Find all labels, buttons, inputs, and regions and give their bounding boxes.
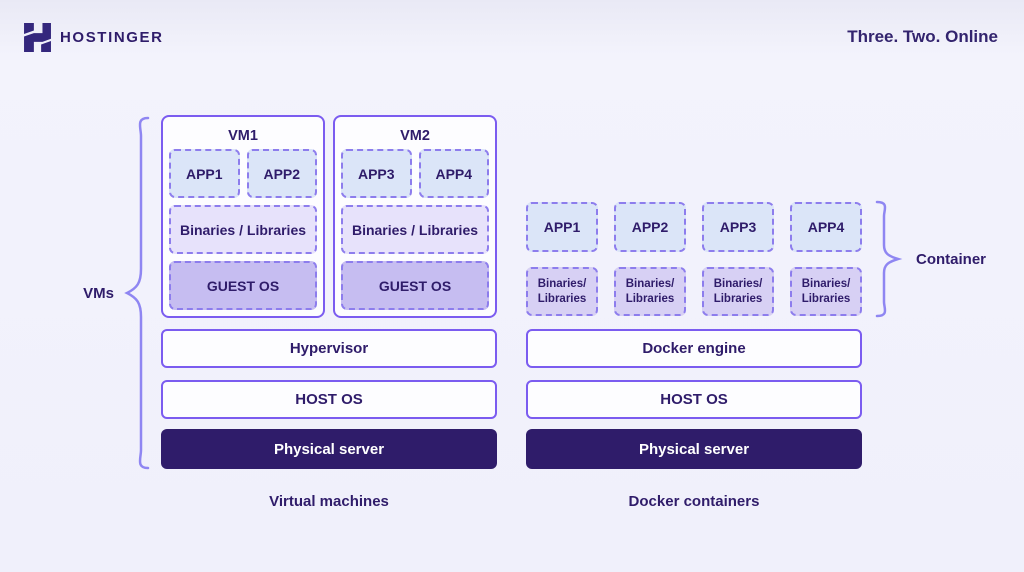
brand-name: HOSTINGER — [60, 29, 164, 46]
vm-host-os-box: HOST OS — [161, 380, 497, 419]
docker-app1-box: APP1 — [526, 202, 598, 252]
vm1-title: VM1 — [228, 127, 258, 144]
hostinger-brand: HOSTINGER — [24, 23, 164, 52]
header: HOSTINGER Three. Two. Online — [0, 0, 1024, 70]
binaries-line2: Libraries — [713, 292, 763, 305]
binaries-line2: Libraries — [537, 292, 587, 305]
vm2-app3-box: APP3 — [341, 149, 412, 198]
binaries-line2: Libraries — [801, 292, 851, 305]
docker-binaries1-box: Binaries/ Libraries — [526, 267, 598, 316]
binaries-line1: Binaries/ — [537, 277, 587, 290]
docker-binaries4-box: Binaries/ Libraries — [790, 267, 862, 316]
docker-host-os-box: HOST OS — [526, 380, 862, 419]
tagline: Three. Two. Online — [847, 27, 998, 46]
vm-physical-server-box: Physical server — [161, 429, 497, 469]
vms-label: VMs — [83, 285, 114, 302]
hostinger-logo-icon — [24, 23, 51, 52]
binaries-line1: Binaries/ — [713, 277, 763, 290]
binaries-line2: Libraries — [625, 292, 675, 305]
vms-brace-icon — [124, 116, 150, 470]
docker-app4-box: APP4 — [790, 202, 862, 252]
vm1-apps-row: APP1 APP2 — [169, 149, 317, 198]
binaries-line1: Binaries/ — [801, 277, 851, 290]
vm2-app4-box: APP4 — [418, 149, 489, 198]
docker-binaries2-box: Binaries/ Libraries — [614, 267, 686, 316]
container-label: Container — [916, 251, 987, 268]
vm2-apps-row: APP3 APP4 — [341, 149, 489, 198]
docker-app3-box: APP3 — [702, 202, 774, 252]
vm1-box: VM1 APP1 APP2 Binaries / Libraries GUEST… — [161, 115, 325, 318]
vm2-title: VM2 — [400, 127, 430, 144]
docker-binaries3-box: Binaries/ Libraries — [702, 267, 774, 316]
hypervisor-box: Hypervisor — [161, 329, 497, 368]
container-brace-icon — [875, 200, 903, 318]
vm1-binaries-box: Binaries / Libraries — [169, 205, 317, 254]
docker-physical-server-box: Physical server — [526, 429, 862, 469]
docker-app2-box: APP2 — [614, 202, 686, 252]
docker-apps-row: APP1 APP2 APP3 APP4 — [526, 202, 862, 252]
vm2-guest-os-box: GUEST OS — [341, 261, 489, 310]
vm1-app2-box: APP2 — [246, 149, 317, 198]
docker-engine-box: Docker engine — [526, 329, 862, 368]
vm-caption: Virtual machines — [269, 493, 389, 510]
vm1-app1-box: APP1 — [169, 149, 240, 198]
binaries-line1: Binaries/ — [625, 277, 675, 290]
docker-caption: Docker containers — [628, 493, 760, 510]
vm2-binaries-box: Binaries / Libraries — [341, 205, 489, 254]
vm1-guest-os-box: GUEST OS — [169, 261, 317, 310]
vm2-box: VM2 APP3 APP4 Binaries / Libraries GUEST… — [333, 115, 497, 318]
docker-binaries-row: Binaries/ Libraries Binaries/ Libraries … — [526, 267, 862, 316]
